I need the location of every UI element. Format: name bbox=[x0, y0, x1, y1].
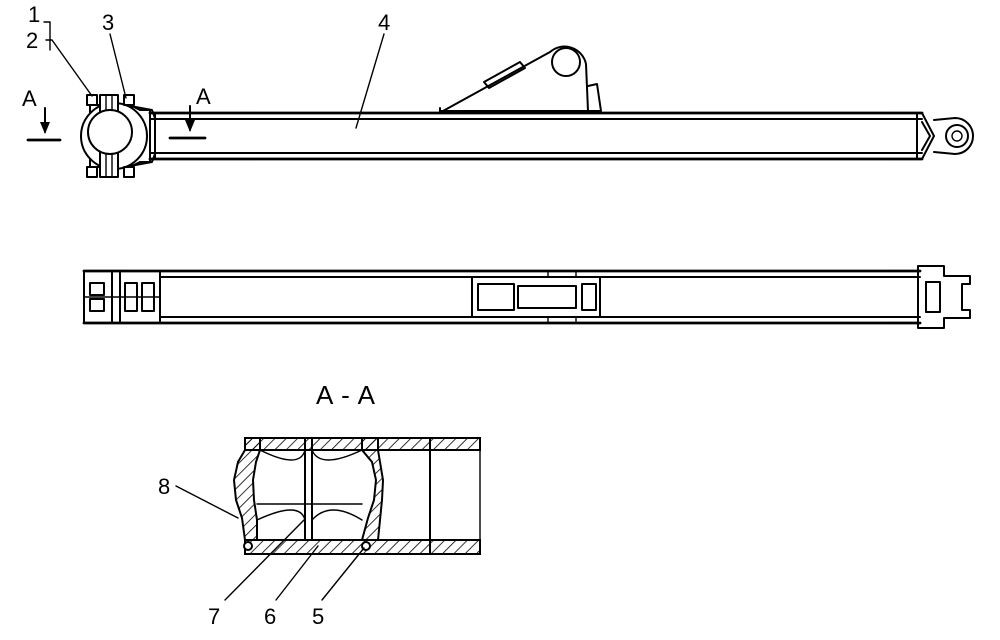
section-title: A - A bbox=[316, 380, 376, 410]
callout-leaders-top bbox=[43, 21, 385, 129]
section-marker-label-left: A bbox=[22, 86, 37, 111]
boom-beam bbox=[148, 111, 924, 161]
lifting-lug bbox=[439, 45, 602, 114]
side-view bbox=[26, 21, 974, 178]
section-a-a: A - A bbox=[175, 380, 481, 601]
callout-6: 6 bbox=[264, 604, 276, 629]
callout-5: 5 bbox=[312, 604, 324, 629]
boom-end-eye bbox=[921, 112, 974, 160]
callout-8: 8 bbox=[158, 474, 170, 499]
plan-view bbox=[82, 265, 971, 329]
section-clamp-body bbox=[232, 437, 431, 555]
callout-1: 1 bbox=[28, 2, 40, 27]
section-marker-a-right bbox=[168, 105, 207, 140]
callout-2: 2 bbox=[26, 28, 38, 53]
callout-3: 3 bbox=[102, 10, 114, 35]
plan-beam bbox=[82, 269, 922, 325]
section-marker-a-left bbox=[26, 107, 62, 142]
pipe-clamp-side bbox=[80, 94, 156, 178]
plan-clamp bbox=[83, 270, 161, 324]
plan-fork-end bbox=[917, 265, 971, 329]
section-pipe bbox=[377, 437, 481, 555]
callout-leaders-section bbox=[175, 485, 365, 601]
callout-7: 7 bbox=[208, 604, 220, 629]
plan-lug-base bbox=[471, 270, 601, 324]
section-marker-label-right: A bbox=[196, 84, 211, 109]
callout-4: 4 bbox=[378, 10, 390, 35]
